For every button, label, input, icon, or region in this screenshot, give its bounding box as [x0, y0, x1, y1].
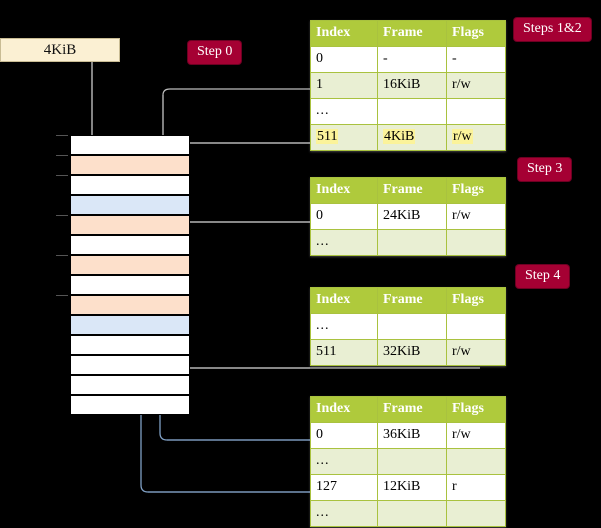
table-cell: 1: [310, 72, 378, 99]
table-cell: [377, 98, 447, 125]
table-cell: 511: [310, 124, 378, 151]
table-cell: 32KiB: [377, 339, 447, 366]
highlighted-value: 4KiB: [383, 129, 416, 144]
column-header-flags: Flags: [446, 396, 506, 423]
table-row: ...: [310, 98, 506, 125]
table-cell: ...: [310, 313, 378, 340]
memory-frame-row: [70, 215, 190, 235]
memory-frame-row: [70, 315, 190, 335]
table-cell: 4KiB: [377, 124, 447, 151]
memory-frame-tick: [56, 135, 68, 136]
memory-frame-row: [70, 135, 190, 155]
table-cell: ...: [310, 448, 378, 475]
step-badge-step-0: Step 0: [188, 41, 242, 64]
table-cell: [377, 229, 447, 256]
table-cell: 511: [310, 339, 378, 366]
table-cell: 0: [310, 203, 378, 230]
table-cell: 0: [310, 422, 378, 449]
table-cell: 24KiB: [377, 203, 447, 230]
highlighted-value: r/w: [452, 129, 473, 144]
table-cell: 16KiB: [377, 72, 447, 99]
memory-frame-row: [70, 295, 190, 315]
memory-frame-row: [70, 395, 190, 415]
table-cell: ...: [310, 500, 378, 527]
table-cell: [446, 500, 506, 527]
table-row: ...: [310, 500, 506, 527]
column-header-frame: Frame: [377, 20, 447, 47]
column-header-frame: Frame: [377, 287, 447, 314]
table-cell: r/w: [446, 72, 506, 99]
table-cell: 0: [310, 46, 378, 73]
table-cell: r/w: [446, 203, 506, 230]
table-cell: 12KiB: [377, 474, 447, 501]
table-cell: [377, 313, 447, 340]
memory-frame-tick: [56, 255, 68, 256]
column-header-flags: Flags: [446, 20, 506, 47]
memory-frame-row: [70, 275, 190, 295]
table-cell: r/w: [446, 339, 506, 366]
table-cell: [377, 500, 447, 527]
table-cell: [446, 229, 506, 256]
table-row: 0--: [310, 46, 506, 73]
memory-frame-row: [70, 335, 190, 355]
column-header-frame: Frame: [377, 396, 447, 423]
table-cell: -: [446, 46, 506, 73]
memory-frame-tick: [56, 155, 68, 156]
table-cell: r/w: [446, 124, 506, 151]
table-cell: -: [377, 46, 447, 73]
highlighted-value: 511: [316, 129, 339, 144]
table-row: ...: [310, 313, 506, 340]
table-cell: [446, 98, 506, 125]
table-cell: [377, 448, 447, 475]
memory-frame-row: [70, 235, 190, 255]
memory-frame-row: [70, 255, 190, 275]
step-badge-step-4: Step 4: [516, 265, 570, 288]
memory-frame-tick: [56, 215, 68, 216]
memory-frame-row: [70, 155, 190, 175]
table-cell: 127: [310, 474, 378, 501]
memory-frame-tick: [56, 295, 68, 296]
table-row: 511 4KiB r/w: [310, 124, 506, 151]
memory-frame-tick: [56, 175, 68, 176]
table-cell: [446, 313, 506, 340]
step-badge-steps-1-2: Steps 1&2: [514, 18, 591, 41]
column-header-index: Index: [310, 20, 378, 47]
table-cell: 36KiB: [377, 422, 447, 449]
table-row: ...: [310, 229, 506, 256]
memory-frame-row: [70, 175, 190, 195]
step-badge-step-3: Step 3: [518, 158, 572, 181]
column-header-flags: Flags: [446, 287, 506, 314]
column-header-index: Index: [310, 177, 378, 204]
column-header-index: Index: [310, 287, 378, 314]
table-row: ...: [310, 448, 506, 475]
column-header-index: Index: [310, 396, 378, 423]
source-page-label: 4KiB: [43, 41, 77, 58]
source-page-box: 4KiB: [0, 38, 120, 62]
table-cell: [446, 448, 506, 475]
memory-frame-row: [70, 195, 190, 215]
table-cell: ...: [310, 229, 378, 256]
column-header-frame: Frame: [377, 177, 447, 204]
physical-memory-column: [56, 135, 190, 415]
column-header-flags: Flags: [446, 177, 506, 204]
table-cell: r/w: [446, 422, 506, 449]
table-cell: ...: [310, 98, 378, 125]
table-cell: r: [446, 474, 506, 501]
memory-frame-row: [70, 355, 190, 375]
memory-frame-row: [70, 375, 190, 395]
